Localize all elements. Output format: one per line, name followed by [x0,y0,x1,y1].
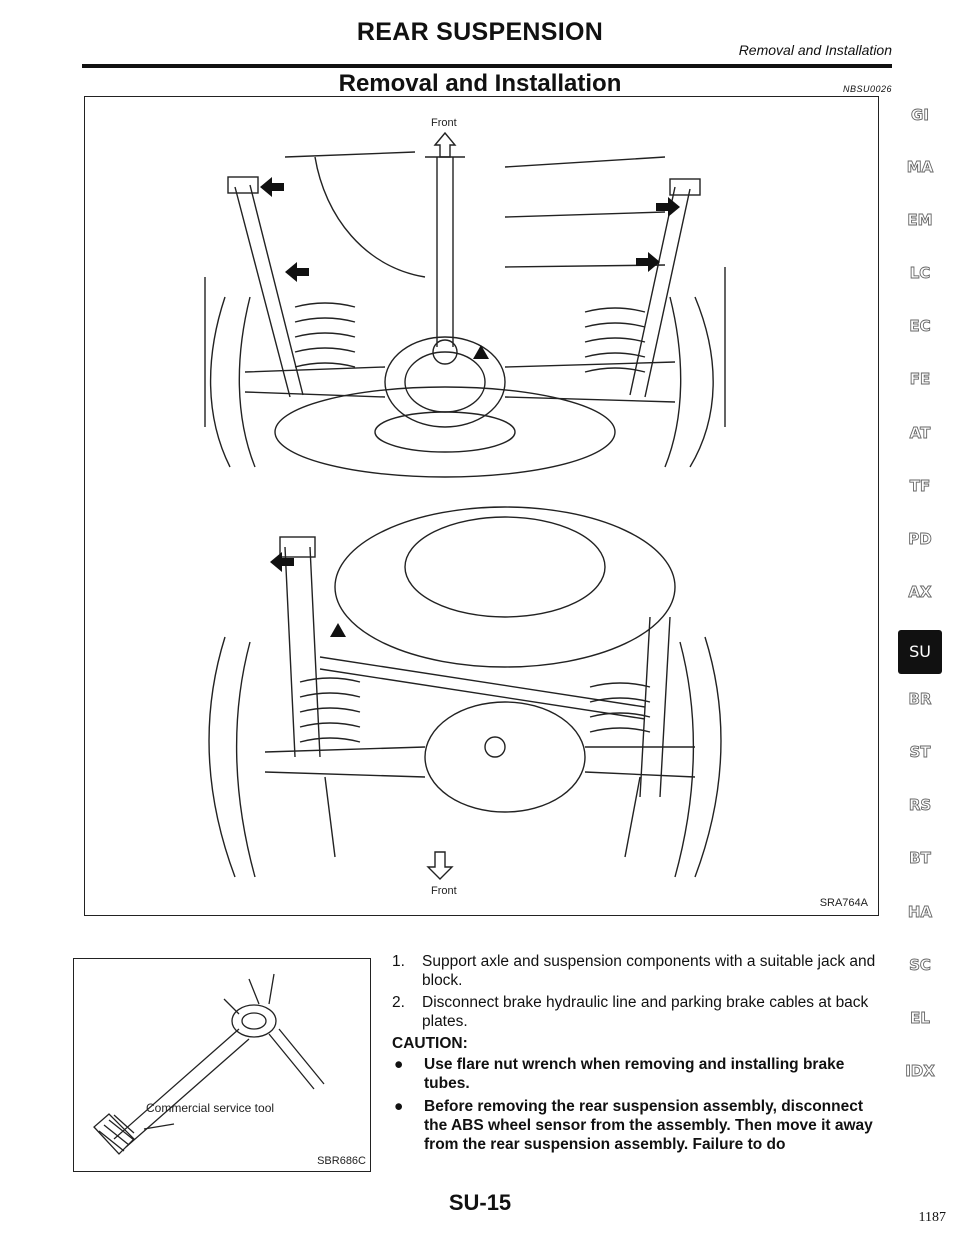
side-tab-em[interactable]: EM [907,211,933,230]
instructions: 1. Support axle and suspension component… [392,952,882,1158]
side-tab-gi[interactable]: GI [911,106,930,125]
caution-item: ● Use flare nut wrench when removing and… [392,1055,882,1093]
tool-figure-id: SBR686C [317,1155,366,1167]
side-tab-at[interactable]: AT [909,424,931,443]
side-tab-rs[interactable]: RS [908,796,932,815]
caution-label: CAUTION: [392,1035,468,1052]
bullet-icon: ● [394,1098,404,1115]
front-label-bottom: Front [431,885,457,897]
step-number: 1. [392,953,405,970]
caution-text: Before removing the rear suspension asse… [424,1098,873,1153]
side-tab-br[interactable]: BR [908,690,932,709]
side-tab-ec[interactable]: EC [909,317,931,336]
step-text: Support axle and suspension components w… [422,953,876,989]
front-arrow-down-icon [426,851,454,880]
page-heading: Removal and Installation [338,70,622,97]
corner-number: 1187 [918,1210,946,1225]
header-rule [82,64,892,68]
side-tab-su[interactable]: SU [898,630,942,674]
suspension-illustration: Front Front SRA764A [84,96,879,916]
side-tab-ha[interactable]: HA [907,903,933,922]
front-arrow-icon [433,131,457,158]
side-tab-ma[interactable]: MA [906,158,934,177]
side-tab-lc[interactable]: LC [909,264,931,283]
side-tab-st[interactable]: ST [909,743,931,762]
caution-text: Use flare nut wrench when removing and i… [424,1056,845,1092]
side-tab-idx[interactable]: IDX [905,1062,936,1081]
side-tab-pd[interactable]: PD [908,530,932,549]
section-title: REAR SUSPENSION [356,18,604,46]
step-number: 2. [392,994,405,1011]
doc-code: NBSU0026 [842,84,892,94]
side-tab-fe[interactable]: FE [909,370,931,389]
front-label-top: Front [431,117,457,129]
header-subtitle: Removal and Installation [738,42,892,58]
side-tab-bt[interactable]: BT [909,849,932,868]
flare-nut-wrench-drawing [93,973,325,1155]
step-2: 2. Disconnect brake hydraulic line and p… [392,993,882,1031]
caution-item: ● Before removing the rear suspension as… [392,1097,882,1154]
page-number: SU-15 [448,1190,512,1215]
suspension-drawing [204,131,726,880]
step-text: Disconnect brake hydraulic line and park… [422,994,869,1030]
bullet-icon: ● [394,1056,404,1073]
side-tab-sc[interactable]: SC [909,956,932,975]
step-1: 1. Support axle and suspension component… [392,952,882,990]
tool-illustration: Commercial service tool SBR686C [73,958,371,1172]
tool-label: Commercial service tool [146,1101,275,1115]
figure-id: SRA764A [819,897,868,909]
side-tab-tf[interactable]: TF [909,477,931,496]
side-tab-ax[interactable]: AX [908,583,932,602]
side-tab-el[interactable]: EL [910,1009,931,1028]
